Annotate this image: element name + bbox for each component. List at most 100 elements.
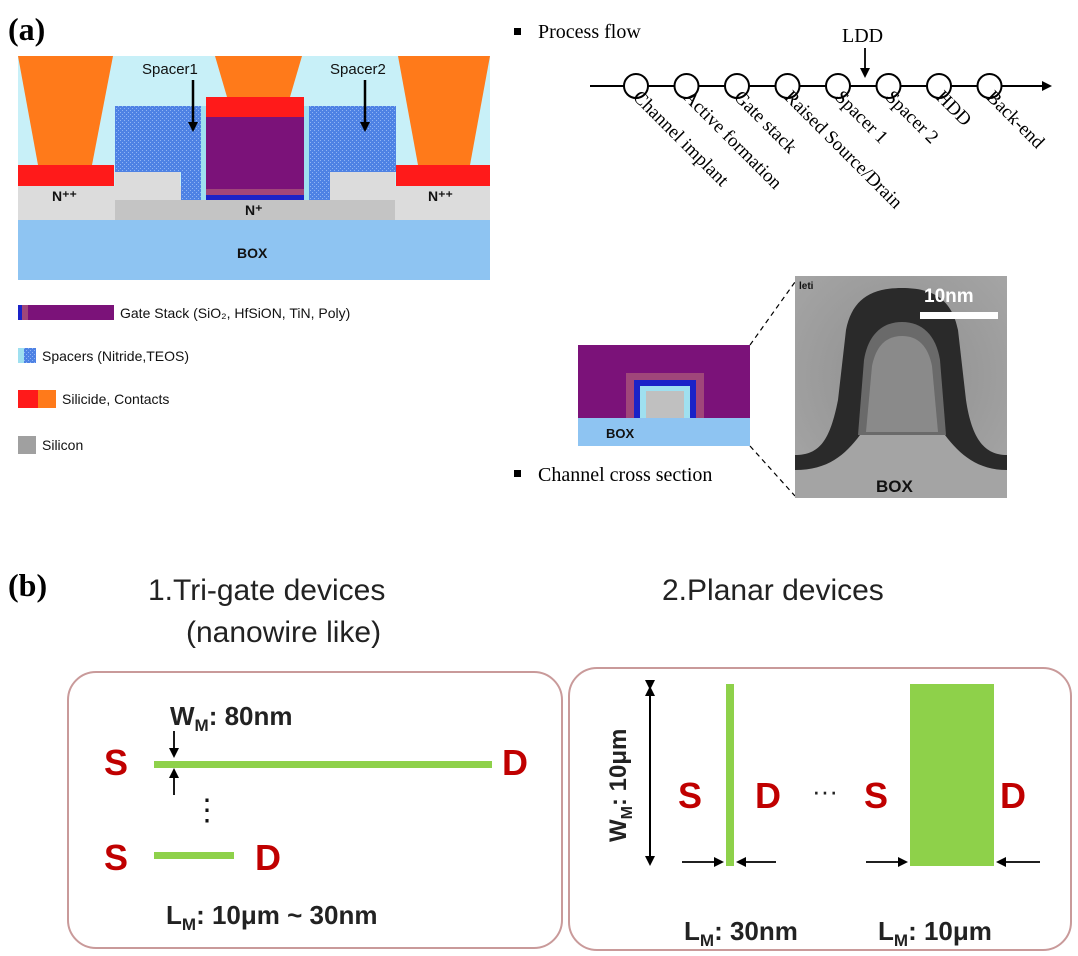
process-flow-bullet [514, 28, 521, 35]
gate-tin [206, 189, 304, 195]
trigate-box [67, 671, 563, 949]
planar-l2-sub: M [894, 931, 908, 950]
panel-b-label: (b) [8, 567, 47, 603]
tem-image: leti 10nm BOX [795, 276, 1007, 498]
channel-box-label: BOX [606, 426, 635, 441]
legend-contact-swatch [38, 390, 56, 408]
legend: Gate Stack (SiO₂, HfSiON, TiN, Poly) Spa… [18, 305, 350, 454]
spacer1-right-liner [304, 106, 309, 200]
planar-l2-value: : 10μm [908, 916, 992, 946]
process-flow-title: Process flow [538, 21, 641, 43]
tem-scale-bar [920, 312, 998, 319]
trigate-title: 1.Tri-gate devices [148, 574, 385, 607]
planar-narrow-gate [726, 684, 734, 866]
planar-width-w: W [605, 819, 632, 842]
trigate-length-value: : 10μm ~ 30nm [196, 900, 377, 930]
tem-silicon-fin [866, 336, 938, 432]
trigate-short-wire [154, 852, 234, 859]
npp-right-label: N⁺⁺ [428, 188, 453, 204]
process-step-marker [673, 73, 700, 99]
legend-silicon-swatch [18, 436, 36, 454]
tem-logo: leti [799, 281, 814, 292]
process-step-label: Back-end [982, 87, 1049, 154]
trigate-long-wire [154, 761, 492, 768]
trigate-length-label: LM: 10μm ~ 30nm [166, 900, 377, 934]
legend-silicide-label: Silicide, Contacts [62, 391, 169, 407]
tem-box-region [795, 435, 1007, 498]
spacer1-label: Spacer1 [142, 61, 198, 78]
gate-oxide [206, 195, 304, 200]
planar-d2: D [1000, 775, 1026, 816]
planar-width-value: : 10μm [605, 729, 632, 806]
silicide-left [18, 165, 114, 186]
process-step-marker [976, 73, 1003, 99]
zoom-line-top [749, 281, 796, 346]
trigate-width-value: : 80nm [209, 701, 293, 731]
planar-dots: ··· [812, 776, 838, 806]
planar-d1: D [755, 775, 781, 816]
silicide-right [396, 165, 490, 186]
nplus-label: N⁺ [245, 202, 263, 218]
raised-sd-left [115, 172, 180, 200]
tem-scale-label: 10nm [924, 286, 974, 307]
trigate-s-top: S [104, 742, 128, 783]
planar-l1-value: : 30nm [714, 916, 798, 946]
trigate-width-w: W [170, 701, 195, 731]
contact-right [398, 56, 490, 165]
trigate-d-top: D [502, 742, 528, 783]
channel-box-layer [578, 418, 750, 446]
trigate-d-bottom: D [255, 837, 281, 878]
legend-spacer-swatch [24, 348, 36, 363]
planar-section: 2.Planar devices WM: 10μm S D ··· S D LM… [568, 574, 1072, 951]
box-label: BOX [237, 245, 268, 261]
trigate-s-bottom: S [104, 837, 128, 878]
panel-a-label: (a) [8, 11, 45, 47]
box-layer [18, 220, 490, 280]
planar-l1-sub: M [700, 931, 714, 950]
spacer1-right [308, 106, 330, 200]
planar-box [568, 667, 1072, 951]
trigate-length-sub: M [182, 915, 196, 934]
trigate-ellipsis: ⋮ [192, 794, 222, 827]
legend-silicide-swatch [18, 390, 38, 408]
silicon-body [115, 200, 395, 220]
contact-middle [215, 56, 302, 97]
legend-gate-poly-swatch [28, 305, 114, 320]
zoom-line-bottom [749, 445, 796, 497]
planar-s1: S [678, 775, 702, 816]
planar-title: 2.Planar devices [662, 574, 884, 607]
spacer2-right [330, 106, 396, 172]
legend-silicon-label: Silicon [42, 437, 83, 453]
trigate-width-label: WM: 80nm [170, 701, 293, 735]
planar-s2: S [864, 775, 888, 816]
planar-l2-label: LM: 10μm [878, 916, 992, 950]
legend-gate-tin-swatch [22, 305, 28, 320]
legend-spacers-label: Spacers (Nitride,TEOS) [42, 348, 189, 364]
planar-l1-l: L [684, 916, 700, 946]
process-step-marker [724, 73, 750, 99]
trigate-section: 1.Tri-gate devices (nanowire like) WM: 8… [67, 574, 563, 949]
npp-left-label: N⁺⁺ [52, 188, 77, 204]
legend-gate-oxide-swatch [18, 305, 22, 320]
planar-l1-label: LM: 30nm [684, 916, 798, 950]
channel-title-bullet [514, 470, 521, 477]
channel-cross-section: BOX Channel cross section leti 10nm BOX [514, 276, 1007, 498]
gate-poly [206, 117, 304, 189]
planar-width-sub: M [619, 806, 636, 819]
process-step-marker [875, 73, 902, 99]
raised-sd-right [330, 172, 395, 200]
planar-wide-gate [910, 684, 994, 866]
trigate-width-sub: M [195, 716, 209, 735]
process-step-marker [623, 73, 649, 99]
ldd-label: LDD [842, 25, 883, 47]
spacer2-label: Spacer2 [330, 61, 386, 78]
planar-l2-l: L [878, 916, 894, 946]
process-step-marker [825, 73, 851, 99]
tem-box-label: BOX [876, 477, 914, 496]
gate-hard-mask [206, 97, 304, 117]
legend-gate-stack-label: Gate Stack (SiO₂, HfSiON, TiN, Poly) [120, 305, 350, 321]
legend-spacer-light-swatch [18, 348, 24, 363]
transistor-cross-section: N⁺⁺ N⁺⁺ N⁺ BOX Spacer1 Spacer2 [18, 56, 490, 280]
